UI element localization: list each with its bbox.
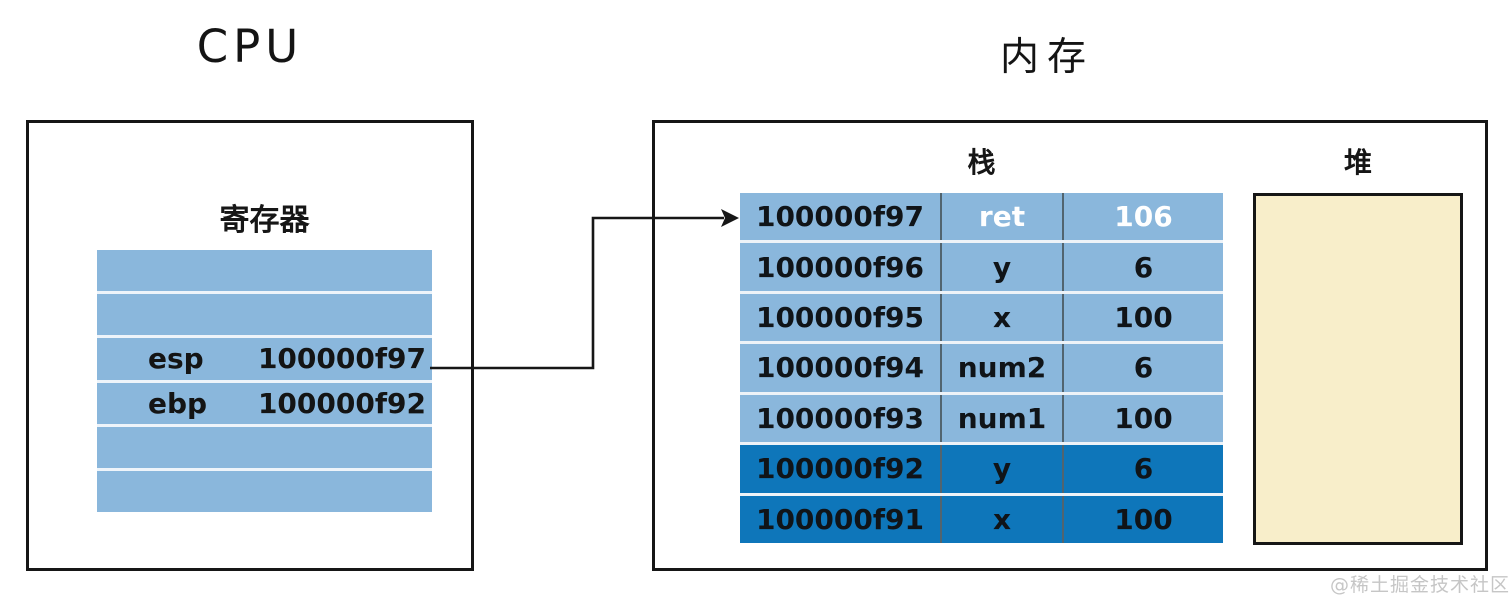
heap-box xyxy=(1253,193,1463,545)
cpu-box: 寄存器 esp 100000f97 ebp 100000f92 xyxy=(26,120,474,571)
stack-row: 100000f95 x 100 xyxy=(740,293,1223,345)
register-value: 100000f92 xyxy=(257,386,426,420)
register-section-label: 寄存器 xyxy=(219,203,310,238)
register-row xyxy=(97,250,432,295)
register-name: esp xyxy=(148,342,204,376)
stack-row: 100000f97 ret 106 xyxy=(740,193,1223,244)
register-row-esp: esp 100000f97 xyxy=(97,338,432,383)
stack-address-cell: 100000f96 xyxy=(755,250,925,284)
stack-table: 100000f97 ret 106 100000f96 y 6 100000f9… xyxy=(740,193,1223,543)
stack-value-cell: 6 xyxy=(1062,344,1223,392)
stack-row: 100000f91 x 100 xyxy=(740,495,1223,543)
stack-section-label: 栈 xyxy=(967,146,996,179)
stack-row: 100000f94 num2 6 xyxy=(740,344,1223,395)
stack-value-cell: 100 xyxy=(1062,293,1223,342)
cpu-title: CPU xyxy=(196,20,304,73)
watermark: @稀土掘金技术社区 xyxy=(1329,574,1510,596)
register-table: esp 100000f97 ebp 100000f92 xyxy=(97,250,432,512)
stack-variable-cell: num2 xyxy=(940,344,1062,392)
stack-address-cell: 100000f92 xyxy=(755,452,925,486)
stack-value-cell: 100 xyxy=(1062,394,1223,443)
register-row xyxy=(97,427,432,471)
stack-variable-cell: x xyxy=(940,293,1062,342)
stack-variable-cell: ret xyxy=(940,193,1062,241)
stack-address-cell: 100000f97 xyxy=(755,200,925,234)
stack-variable-cell: y xyxy=(940,243,1062,291)
stack-address-cell: 100000f91 xyxy=(755,502,925,536)
stack-address-cell: 100000f93 xyxy=(755,401,925,435)
memory-box: 栈 堆 100000f97 ret 106 100000f96 y 6 1000… xyxy=(652,120,1488,571)
register-row xyxy=(97,471,432,512)
stack-value-cell: 6 xyxy=(1062,243,1223,291)
stack-address-cell: 100000f94 xyxy=(755,351,925,385)
register-row xyxy=(97,294,432,339)
stack-variable-cell: num1 xyxy=(940,394,1062,443)
stack-value-cell: 106 xyxy=(1062,193,1223,241)
heap-section-label: 堆 xyxy=(1343,146,1372,179)
stack-address-cell: 100000f95 xyxy=(755,301,925,335)
register-name: ebp xyxy=(148,386,208,420)
memory-title: 内存 xyxy=(999,35,1094,80)
register-row-ebp: ebp 100000f92 xyxy=(97,383,432,427)
stack-value-cell: 6 xyxy=(1062,445,1223,493)
stack-value-cell: 100 xyxy=(1062,495,1223,543)
stack-row: 100000f93 num1 100 xyxy=(740,394,1223,446)
register-value: 100000f97 xyxy=(257,342,426,376)
stack-row: 100000f92 y 6 xyxy=(740,445,1223,496)
stack-variable-cell: x xyxy=(940,495,1062,543)
stack-variable-cell: y xyxy=(940,445,1062,493)
stack-row: 100000f96 y 6 xyxy=(740,243,1223,294)
